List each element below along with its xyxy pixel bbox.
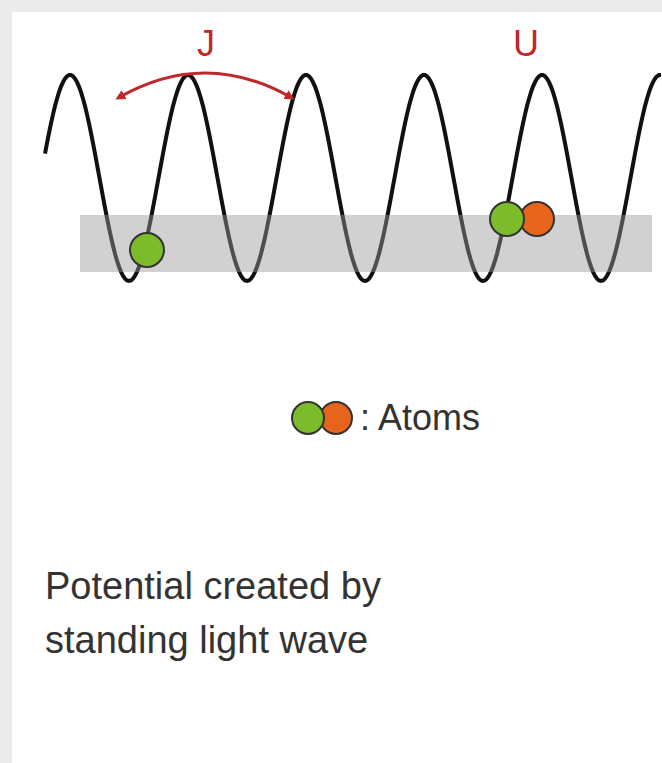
atom-green	[490, 202, 524, 236]
optical-lattice-wave	[45, 75, 661, 281]
legend-atom-green	[292, 402, 324, 434]
tunneling-arrow	[118, 73, 292, 98]
legend-text: : Atoms	[360, 400, 480, 436]
parameter-label: J	[197, 26, 215, 62]
caption: Potential created by standing light wave	[45, 560, 465, 668]
atom-orange	[520, 202, 554, 236]
parameter-label: U	[513, 26, 539, 62]
energy-band	[80, 215, 652, 272]
atom-green	[130, 233, 164, 267]
